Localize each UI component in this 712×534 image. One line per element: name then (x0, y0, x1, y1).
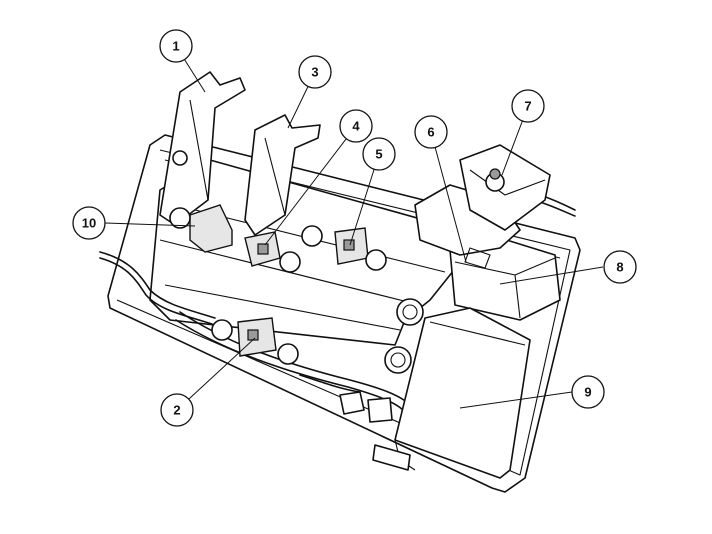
callout-label-2: 2 (173, 403, 180, 418)
relay-2 (211, 317, 299, 365)
callout-1: 1 (159, 29, 193, 63)
relay-4 (244, 231, 301, 273)
bracket-3 (244, 114, 321, 236)
callout-label-10: 10 (82, 216, 96, 231)
callout-label-4: 4 (352, 119, 360, 134)
relay-10 (169, 204, 233, 253)
callout-label-8: 8 (616, 260, 623, 275)
module-9 (394, 307, 531, 479)
callout-3: 3 (298, 55, 332, 89)
callout-label-6: 6 (427, 125, 434, 140)
callout-label-9: 9 (584, 385, 591, 400)
bottom-connectors (339, 391, 411, 471)
callout-9: 9 (571, 375, 605, 409)
terminals (384, 298, 424, 374)
callout-8: 8 (603, 250, 637, 284)
callout-2: 2 (160, 393, 194, 427)
callout-label-3: 3 (311, 65, 318, 80)
leader-lines (104, 45, 604, 411)
callout-label-5: 5 (375, 147, 382, 162)
callout-6: 6 (414, 115, 448, 149)
callout-label-1: 1 (172, 39, 179, 54)
callout-7: 7 (511, 89, 545, 123)
callout-10: 10 (72, 206, 106, 240)
callout-label-7: 7 (524, 99, 531, 114)
callout-4: 4 (339, 109, 373, 143)
bracket-1 (159, 71, 246, 226)
upper-housing (414, 144, 551, 269)
callout-5: 5 (362, 137, 396, 171)
